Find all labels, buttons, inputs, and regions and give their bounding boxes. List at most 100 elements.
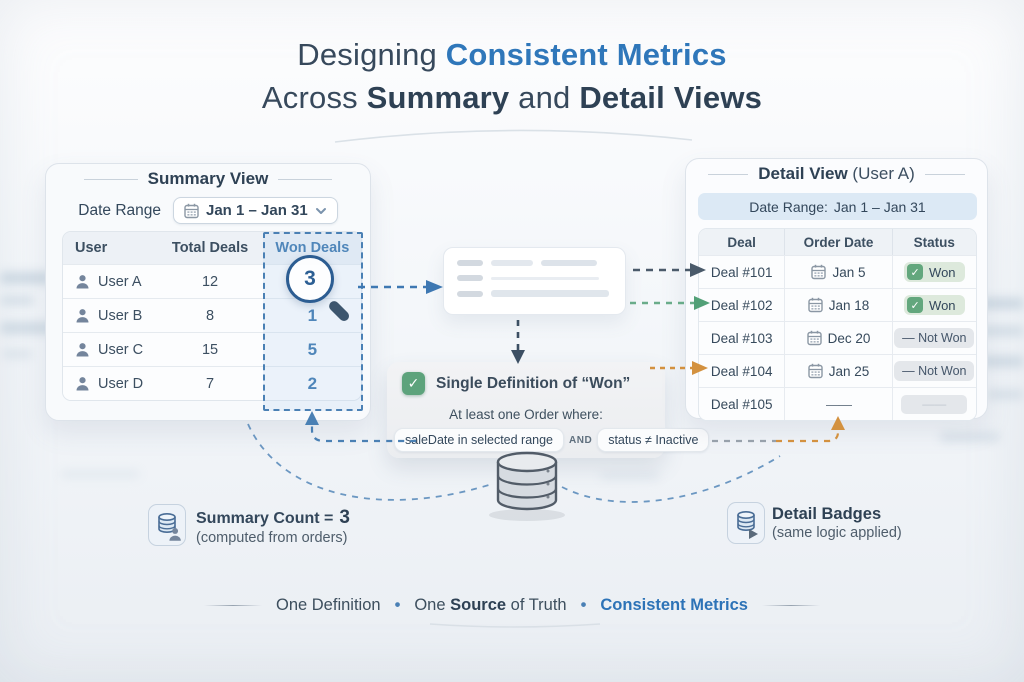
chevron-down-icon <box>315 207 326 214</box>
calendar-icon <box>811 264 827 280</box>
single-definition-card: ✓ Single Definition of “Won” At least on… <box>387 362 710 458</box>
background-smudge <box>0 272 52 284</box>
background-smudge <box>60 470 140 478</box>
deal-id: Deal #104 <box>710 363 773 379</box>
detail-table: Deal Order Date Status Deal #101 Jan 5 ✓… <box>698 228 977 421</box>
table-row: Deal #105 —— —— <box>699 387 976 420</box>
curve-database-to-detail-badges <box>561 455 781 503</box>
col-header-won-deals: Won Deals <box>275 240 350 256</box>
magnifier-icon[interactable]: 3 <box>286 255 356 325</box>
user-icon <box>76 343 89 357</box>
background-smudge <box>978 298 1024 309</box>
skeleton-row <box>457 275 612 281</box>
won-deals-value: 5 <box>307 339 318 359</box>
background-smudge <box>0 296 34 305</box>
col-header-user: User <box>75 240 108 256</box>
order-date: Jan 18 <box>828 297 870 313</box>
summary-view-title-text: Summary View <box>147 169 269 188</box>
magnified-won-value: 3 <box>286 255 334 303</box>
summary-count-subtext: (computed from orders) <box>196 530 348 546</box>
divider-line <box>924 173 965 175</box>
title-line-1: Designing Consistent Metrics <box>297 37 727 72</box>
date-range-select[interactable]: Jan 1 – Jan 31 <box>173 197 338 224</box>
title-underline-arc <box>334 129 693 143</box>
table-row: Deal #103 Dec 20 — Not Won <box>699 321 976 354</box>
detail-view-title-text: Detail View (User A) <box>758 164 915 183</box>
calendar-icon <box>807 297 823 313</box>
divider-line <box>83 178 138 180</box>
col-header-deal: Deal <box>727 234 756 250</box>
summary-count-label: Summary Count = <box>196 510 334 527</box>
summary-view-title: Summary View <box>46 169 370 189</box>
footer-part-one-definition: One Definition <box>276 596 381 614</box>
table-row: User D 7 2 <box>63 366 361 400</box>
deal-id: Deal #105 <box>710 396 773 412</box>
col-header-status: Status <box>891 229 976 255</box>
total-deals-value: 12 <box>201 273 219 290</box>
magnifier-handle <box>327 299 352 324</box>
database-icon <box>489 451 565 521</box>
skeleton-row <box>457 260 612 266</box>
table-row: User C 15 5 <box>63 332 361 366</box>
order-date-empty: —— <box>825 396 852 412</box>
background-smudge <box>0 322 58 334</box>
detail-badges-label: Detail Badges <box>772 505 882 523</box>
condition-status: status ≠ Inactive <box>597 428 710 452</box>
user-name: User C <box>98 341 144 358</box>
table-row: Deal #102 Jan 18 ✓Won <box>699 288 976 321</box>
user-name: User D <box>98 375 144 392</box>
background-smudge <box>940 432 1000 442</box>
and-operator: AND <box>569 434 593 446</box>
status-badge-won: ✓Won <box>904 262 965 282</box>
divider-line <box>708 173 749 175</box>
arrow-orders-to-definition <box>511 320 525 364</box>
total-deals-value: 7 <box>206 375 215 392</box>
divider-line <box>762 604 820 607</box>
summary-date-range-row: Date Range Jan 1 – Jan 31 <box>46 197 370 224</box>
check-icon: ✓ <box>907 264 924 280</box>
user-icon <box>76 275 89 289</box>
arrow-right-icon <box>749 529 758 539</box>
calendar-icon <box>806 330 822 346</box>
background-smudge <box>600 472 660 480</box>
footer-tagline: One Definition • One Source of Truth • C… <box>0 596 1024 615</box>
status-badge-won: ✓Won <box>904 295 965 315</box>
status-badge-not-won: — Not Won <box>894 361 975 381</box>
table-row: User B 8 1 <box>63 298 361 332</box>
background-smudge <box>2 350 32 358</box>
user-icon <box>76 377 89 391</box>
detail-table-header: Deal Order Date Status <box>699 229 976 255</box>
detail-badges-subtext: (same logic applied) <box>772 525 902 541</box>
total-deals-value: 8 <box>206 307 215 324</box>
background-smudge <box>972 326 1024 336</box>
status-badge-not-won: — Not Won <box>894 328 975 348</box>
deal-id: Deal #101 <box>710 264 773 280</box>
total-deals-value: 15 <box>201 341 219 358</box>
col-header-order-date: Order Date <box>784 229 891 255</box>
detail-badges-callout: Detail Badges (same logic applied) <box>772 505 902 541</box>
col-header-total-deals: Total Deals <box>171 240 249 256</box>
definition-title: Single Definition of “Won” <box>436 374 631 392</box>
date-range-label: Date Range <box>78 201 161 219</box>
definition-subtitle: At least one Order where: <box>449 407 603 422</box>
bullet-separator: • <box>580 596 587 614</box>
divider-line <box>204 604 262 607</box>
user-name: User B <box>98 307 143 324</box>
title-line-2: Across Summary and Detail Views <box>261 80 763 115</box>
table-row: Deal #104 Jan 25 — Not Won <box>699 354 976 387</box>
calendar-icon <box>184 202 199 218</box>
status-badge-empty: —— <box>901 394 968 414</box>
check-icon: ✓ <box>907 297 924 313</box>
date-range-value: Jan 1 – Jan 31 <box>206 202 308 219</box>
summary-count-value: 3 <box>339 507 350 528</box>
orders-data-card <box>443 247 626 315</box>
summary-count-callout: Summary Count = 3 (computed from orders) <box>196 507 350 546</box>
deal-id: Deal #102 <box>710 297 773 313</box>
date-range-label: Date Range: <box>749 198 828 215</box>
user-name: User A <box>98 273 142 290</box>
won-deals-value: 1 <box>307 305 318 325</box>
footer-part-consistent-metrics: Consistent Metrics <box>600 596 748 614</box>
order-date: Jan 25 <box>828 363 870 379</box>
deal-id: Deal #103 <box>710 330 773 346</box>
